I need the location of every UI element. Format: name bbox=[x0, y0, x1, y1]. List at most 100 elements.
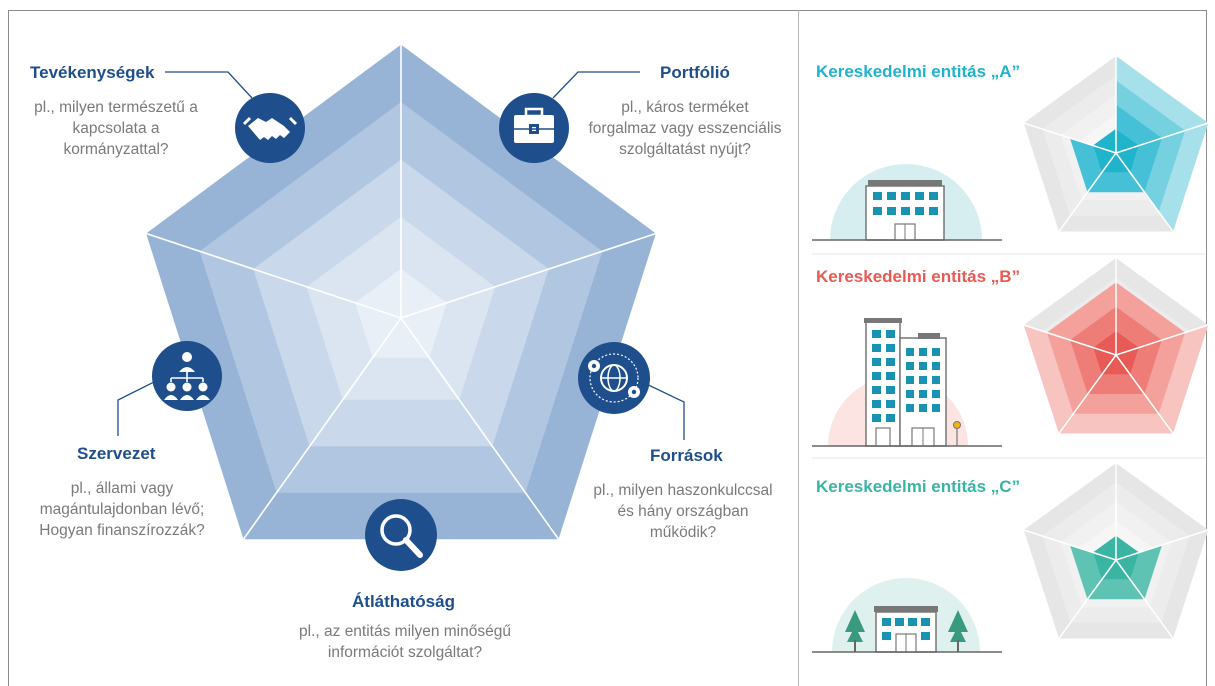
radar-spoke-2 bbox=[400, 232, 657, 319]
entity-radar-fill bbox=[1069, 340, 1102, 395]
entity-radar-fill bbox=[1069, 306, 1116, 348]
entity-radar-fill bbox=[1087, 579, 1145, 600]
window bbox=[886, 414, 895, 422]
entity-radar-fill bbox=[1116, 104, 1163, 146]
entity-radar-spoke bbox=[1115, 324, 1209, 356]
entity-radar-fill bbox=[1046, 282, 1116, 340]
leader-line-forrasok bbox=[637, 379, 685, 440]
entity-radar-fill bbox=[1130, 545, 1163, 600]
entity-radar-fill bbox=[1046, 332, 1088, 414]
leader-line-tevekenysegek bbox=[165, 71, 253, 99]
leader-line-portfolio bbox=[552, 71, 640, 99]
window bbox=[872, 400, 881, 408]
entity-radar-fill bbox=[1092, 145, 1116, 173]
window bbox=[906, 348, 914, 356]
entity-radar-fill bbox=[1116, 282, 1186, 340]
entity-radar-fill bbox=[1130, 138, 1163, 193]
tall-office-buildings-icon bbox=[812, 318, 1002, 447]
window bbox=[872, 372, 881, 380]
window bbox=[886, 358, 895, 366]
radar-spoke-5 bbox=[145, 232, 402, 319]
entity-radar-fill bbox=[1158, 325, 1209, 434]
left-border bbox=[8, 10, 9, 686]
dimension-desc-tevekenysegek: pl., milyen természetű a kapcsolata a ko… bbox=[34, 99, 198, 158]
entity-radar-fill bbox=[1144, 332, 1186, 414]
entity-radar-spoke bbox=[1023, 529, 1117, 561]
window bbox=[932, 404, 940, 412]
entity-radar-fill bbox=[1158, 123, 1209, 232]
window bbox=[872, 358, 881, 366]
entity-radar-fill bbox=[1101, 355, 1131, 375]
entity-b-title: Kereskedelmi entitás „B” bbox=[816, 267, 1021, 286]
briefcase-icon bbox=[499, 93, 569, 163]
window bbox=[872, 330, 881, 338]
dimension-title-tevekenysegek: Tevékenységek bbox=[30, 63, 155, 82]
right-border bbox=[1206, 10, 1207, 686]
leader-line-szervezet bbox=[117, 379, 159, 436]
radar-spoke-3 bbox=[400, 317, 560, 540]
entity-radar-fill bbox=[1092, 552, 1116, 580]
entity-radar-spoke bbox=[1023, 122, 1117, 154]
low-office-building-with-trees-icon bbox=[812, 578, 1002, 653]
window bbox=[932, 376, 940, 384]
window bbox=[872, 344, 881, 352]
window bbox=[932, 348, 940, 356]
org-chart-icon bbox=[152, 341, 222, 411]
window bbox=[919, 376, 927, 384]
window bbox=[932, 390, 940, 398]
panel-divider bbox=[798, 10, 799, 686]
entity-radar-fill bbox=[1073, 394, 1159, 414]
window bbox=[886, 400, 895, 408]
radar-spoke-4 bbox=[242, 317, 402, 540]
window bbox=[886, 386, 895, 394]
entity-c-title: Kereskedelmi entitás „C” bbox=[816, 477, 1021, 496]
dimension-title-forrasok: Források bbox=[650, 446, 723, 465]
dimension-title-szervezet: Szervezet bbox=[77, 444, 156, 463]
entity-radar-fill bbox=[1101, 560, 1131, 580]
entity-radar-fill bbox=[1116, 80, 1186, 138]
dimension-title-portfolio: Portfólió bbox=[660, 63, 730, 82]
entity-radar-fill bbox=[1116, 56, 1209, 131]
dimension-desc-portfolio: pl., káros terméket forgalmaz vagy essze… bbox=[588, 99, 782, 158]
entity-radar-fill bbox=[1101, 153, 1131, 173]
entity-radar-spoke bbox=[1115, 354, 1174, 434]
entity-radar-fill bbox=[1116, 306, 1163, 348]
entity-radar-spoke bbox=[1058, 152, 1117, 232]
entity-radar-spoke bbox=[1115, 559, 1174, 639]
window bbox=[886, 344, 895, 352]
entity-radar-fill bbox=[1116, 347, 1140, 375]
window bbox=[872, 386, 881, 394]
entity-radar-spoke bbox=[1115, 152, 1174, 232]
entity-radar-fill bbox=[1069, 138, 1102, 193]
window bbox=[906, 404, 914, 412]
entity-radar-fill bbox=[1059, 413, 1173, 434]
entity-radar-fill bbox=[1144, 130, 1186, 212]
small-office-building-icon bbox=[812, 164, 1002, 241]
radar-diagram bbox=[117, 44, 685, 571]
window bbox=[886, 372, 895, 380]
handshake-icon bbox=[235, 93, 305, 163]
entity-panel bbox=[812, 56, 1209, 653]
entity-radar-fill bbox=[1023, 325, 1074, 434]
entity-radar-spoke bbox=[1115, 122, 1209, 154]
window bbox=[872, 414, 881, 422]
window bbox=[906, 362, 914, 370]
entity-radar-fill bbox=[1092, 347, 1116, 375]
window bbox=[886, 330, 895, 338]
window bbox=[919, 348, 927, 356]
entity-radar-spoke bbox=[1115, 529, 1209, 561]
entity-radar-fill bbox=[1087, 374, 1145, 395]
dimension-desc-szervezet: pl., állami vagy magántulajdonban lévő; … bbox=[39, 480, 205, 539]
globe-network-icon bbox=[578, 342, 650, 414]
dimension-title-atlathatosag: Átláthatóság bbox=[352, 592, 455, 611]
magnifier-icon bbox=[365, 499, 437, 571]
entity-radar-spoke bbox=[1058, 559, 1117, 639]
entity-radar-fill bbox=[1087, 172, 1145, 193]
window bbox=[919, 404, 927, 412]
window bbox=[906, 376, 914, 384]
entity-radar-fill bbox=[1116, 552, 1140, 580]
window bbox=[919, 362, 927, 370]
window bbox=[919, 390, 927, 398]
entity-radar-fill bbox=[1069, 545, 1102, 600]
